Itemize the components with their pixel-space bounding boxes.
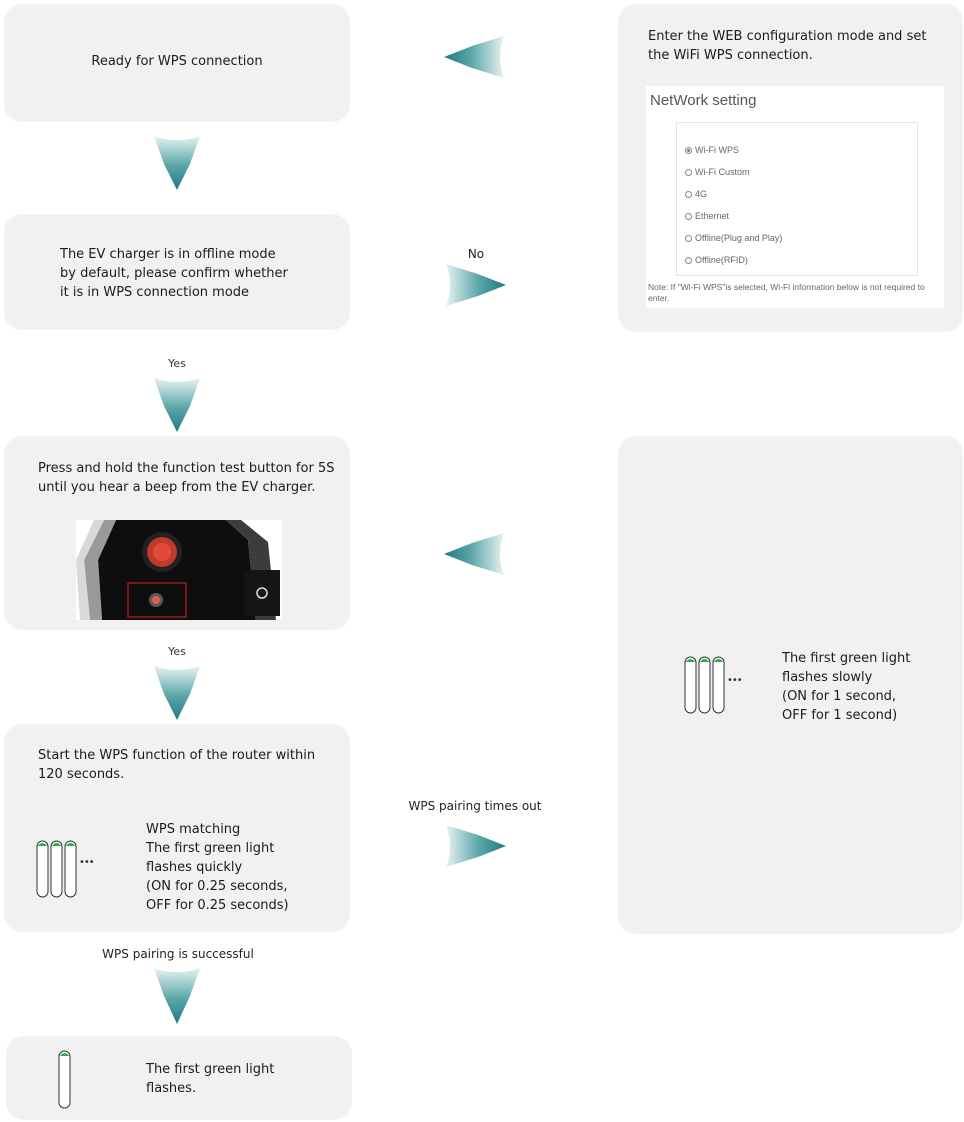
option-offline-rfid[interactable]: Offline(RFID)	[685, 255, 748, 265]
radio-icon	[685, 235, 692, 242]
arrow-down-4	[154, 968, 200, 1024]
arrow-left-top	[444, 36, 504, 78]
arrow-right-no	[446, 264, 506, 306]
radio-icon	[685, 191, 692, 198]
press-hold-text: Press and hold the function test button …	[38, 461, 335, 495]
offline-check-text: The EV charger is in offline mode by def…	[60, 247, 288, 300]
label-no: No	[467, 247, 485, 261]
option-offline-plug[interactable]: Offline(Plug and Play)	[685, 233, 782, 243]
slow-flash-box	[618, 436, 963, 934]
label-yes-2: Yes	[168, 645, 186, 658]
radio-icon	[685, 169, 692, 176]
radio-icon	[685, 213, 692, 220]
arrow-left-mid	[444, 533, 504, 575]
network-setting-note: Note: If "Wi-Fi WPS"is selected, Wi-Fi i…	[648, 282, 925, 303]
start-wps-box	[4, 724, 350, 932]
single-light-icon	[58, 1050, 71, 1109]
web-config-text: Enter the WEB configuration mode and set…	[648, 29, 927, 63]
option-ethernet[interactable]: Ethernet	[685, 211, 729, 221]
label-timeout: WPS pairing times out	[408, 799, 542, 813]
wps-matching-text: WPS matching The first green light flash…	[146, 822, 289, 913]
radio-selected-icon	[685, 147, 692, 154]
network-setting-title: NetWork setting	[650, 92, 757, 109]
arrow-down-2	[154, 378, 200, 432]
network-options: Wi-Fi WPS Wi-Fi Custom 4G Ethernet Offli…	[676, 122, 918, 276]
option-4g[interactable]: 4G	[685, 189, 707, 199]
option-wifi-wps[interactable]: Wi-Fi WPS	[685, 145, 739, 155]
charger-photo	[76, 520, 282, 620]
three-lights-slow-icon	[684, 656, 725, 714]
flashes-text: The first green light flashes.	[146, 1062, 275, 1096]
lights-dots-slow: •••	[727, 675, 743, 686]
three-lights-fast-icon	[36, 840, 77, 898]
radio-icon	[685, 257, 692, 264]
offline-check-box	[4, 214, 350, 330]
option-wifi-custom[interactable]: Wi-Fi Custom	[685, 167, 750, 177]
slow-flash-text: The first green light flashes slowly (ON…	[782, 651, 911, 723]
start-wps-text: Start the WPS function of the router wit…	[38, 748, 316, 782]
network-setting-panel: NetWork setting Wi-Fi WPS Wi-Fi Custom 4…	[646, 86, 944, 308]
arrow-right-timeout	[446, 825, 506, 867]
ready-box	[4, 4, 350, 122]
arrow-down-1	[154, 136, 200, 190]
label-yes-1: Yes	[168, 357, 186, 370]
lights-dots-fast: •••	[79, 857, 95, 868]
arrow-down-3	[154, 666, 200, 720]
label-success: WPS pairing is successful	[102, 947, 254, 961]
ready-text: Ready for WPS connection	[91, 54, 263, 69]
